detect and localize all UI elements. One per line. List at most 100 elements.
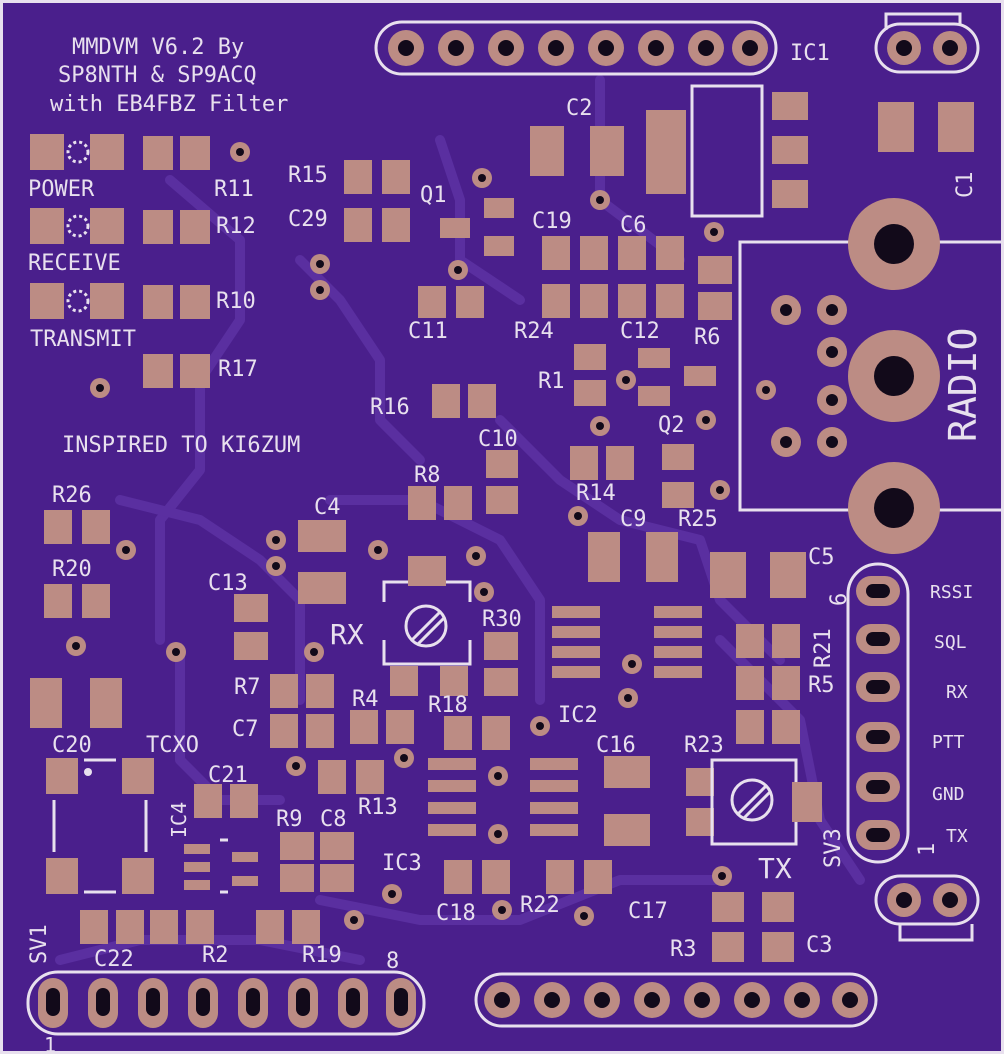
board-title-1: MMDVM V6.2 By — [72, 35, 244, 60]
label-c20: C20 — [52, 733, 92, 758]
mid-region-pads — [44, 444, 806, 604]
label-r26: R26 — [52, 483, 92, 508]
bottom-header — [474, 972, 878, 1028]
label-c6: C6 — [620, 213, 647, 238]
label-r15: R15 — [288, 163, 328, 188]
sv3-pin-rssi: RSSI — [930, 582, 973, 603]
led-power-label: POWER — [28, 177, 95, 202]
label-pin8: 8 — [386, 949, 399, 974]
ic3-region — [280, 758, 612, 926]
label-r10: R10 — [216, 289, 256, 314]
label-r9: R9 — [276, 807, 303, 832]
label-c7: C7 — [232, 717, 259, 742]
label-r19: R19 — [302, 943, 342, 968]
tx-pot-region — [604, 756, 822, 962]
q2-region-pads — [432, 344, 716, 436]
label-tx: TX — [758, 852, 792, 885]
led-receive-label: RECEIVE — [28, 251, 121, 276]
label-c4: C4 — [314, 495, 341, 520]
regulator-region-pads — [530, 84, 974, 218]
ic2-region — [530, 606, 800, 744]
label-r17: R17 — [218, 357, 258, 382]
label-radio: RADIO — [941, 328, 985, 442]
label-c18: C18 — [436, 901, 476, 926]
label-c29: C29 — [288, 207, 328, 232]
label-c1: C1 — [953, 172, 978, 199]
rx-pot-region — [44, 556, 518, 696]
label-r14: R14 — [576, 481, 616, 506]
label-r8: R8 — [414, 463, 441, 488]
q1-region-pads — [310, 160, 514, 318]
label-ic2: IC2 — [558, 703, 598, 728]
label-c9: C9 — [620, 507, 647, 532]
label-sv3: SV3 — [821, 828, 846, 868]
label-c21: C21 — [208, 763, 248, 788]
label-pin1-right: 1 — [915, 843, 940, 856]
label-c12: C12 — [620, 319, 660, 344]
label-r7: R7 — [234, 675, 261, 700]
label-c10: C10 — [478, 427, 518, 452]
label-r25: R25 — [678, 507, 718, 532]
label-tcxo: TCXO — [146, 733, 199, 758]
label-ic1: IC1 — [790, 41, 830, 66]
label-pin1-bottom: 1 — [44, 1033, 56, 1054]
label-r22: R22 — [520, 893, 560, 918]
label-c17: C17 — [628, 899, 668, 924]
sv3-pin-tx: TX — [946, 826, 968, 847]
label-r12: R12 — [216, 214, 256, 239]
r7-region-pads — [30, 674, 510, 786]
label-r6: R6 — [694, 325, 721, 350]
sv3-pin-ptt: PTT — [932, 732, 965, 753]
label-q1: Q1 — [420, 183, 447, 208]
label-r11: R11 — [214, 177, 254, 202]
ic1-header — [374, 20, 778, 76]
label-rx: RX — [330, 618, 364, 651]
radio-connector — [738, 198, 1004, 554]
sv3-pin-gnd: GND — [932, 784, 965, 805]
label-r21: R21 — [811, 628, 836, 668]
label-r30: R30 — [482, 607, 522, 632]
label-c22: C22 — [94, 947, 134, 972]
label-q2: Q2 — [658, 413, 685, 438]
label-c16: C16 — [596, 733, 636, 758]
bottom-left-pads — [80, 910, 364, 944]
label-r4: R4 — [352, 687, 379, 712]
label-c13: C13 — [208, 571, 248, 596]
label-c5: C5 — [808, 545, 835, 570]
label-r3: R3 — [670, 937, 697, 962]
label-r1: R1 — [538, 369, 565, 394]
label-ic4: IC4 — [167, 802, 191, 838]
tcxo-region — [46, 758, 258, 894]
label-ic3: IC3 — [382, 851, 422, 876]
label-c11: C11 — [408, 319, 448, 344]
top-right-header — [874, 12, 980, 74]
bottom-right-header — [874, 874, 980, 942]
label-r16: R16 — [370, 395, 410, 420]
label-c3: C3 — [806, 933, 833, 958]
sv3-pin-sql: SQL — [934, 632, 967, 653]
label-r18: R18 — [428, 693, 468, 718]
board-title-2: SP8NTH & SP9ACQ — [58, 63, 257, 88]
board-title-3: with EB4FBZ Filter — [50, 92, 288, 117]
sv1-header — [26, 970, 426, 1036]
label-r20: R20 — [52, 557, 92, 582]
label-c19: C19 — [532, 209, 572, 234]
label-r13: R13 — [358, 795, 398, 820]
sv3-header — [846, 562, 910, 864]
label-r23: R23 — [684, 733, 724, 758]
led-transmit-label: TRANSMIT — [30, 327, 136, 352]
label-c2: C2 — [566, 96, 593, 121]
label-r2: R2 — [202, 943, 229, 968]
label-sv1: SV1 — [27, 924, 52, 964]
label-r24: R24 — [514, 319, 554, 344]
led-pads — [30, 134, 250, 398]
c19-block-pads — [542, 222, 732, 320]
inspired-text: INSPIRED TO KI6ZUM — [62, 433, 300, 458]
label-r5: R5 — [808, 673, 835, 698]
label-c8: C8 — [320, 807, 347, 832]
label-pin6: 6 — [827, 593, 852, 606]
sv3-pin-rx: RX — [946, 682, 968, 703]
